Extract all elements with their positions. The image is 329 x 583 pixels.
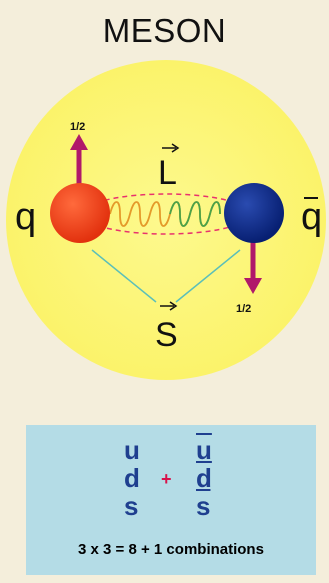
antiflavor-d: d — [196, 465, 212, 491]
antiquark-label: q — [301, 196, 322, 238]
flavor-u: u — [124, 437, 140, 463]
plus-sign: + — [161, 469, 172, 490]
flavor-panel: u d s + u d s 3 x 3 = 8 + 1 combinations — [26, 425, 316, 575]
quark-label: q — [15, 196, 36, 238]
total-spin-label: S — [155, 316, 178, 354]
flavor-d: d — [124, 465, 140, 491]
combinations-text: 3 x 3 = 8 + 1 combinations — [26, 541, 316, 558]
spin-label-right: 1/2 — [236, 303, 251, 315]
antiflavor-s: s — [196, 493, 210, 519]
orbital-label: L — [158, 154, 177, 192]
spin-label-left: 1/2 — [70, 121, 85, 133]
antiquark-ball — [224, 183, 284, 243]
flavor-s: s — [124, 493, 138, 519]
quark-ball — [50, 183, 110, 243]
antiflavor-u: u — [196, 437, 212, 463]
